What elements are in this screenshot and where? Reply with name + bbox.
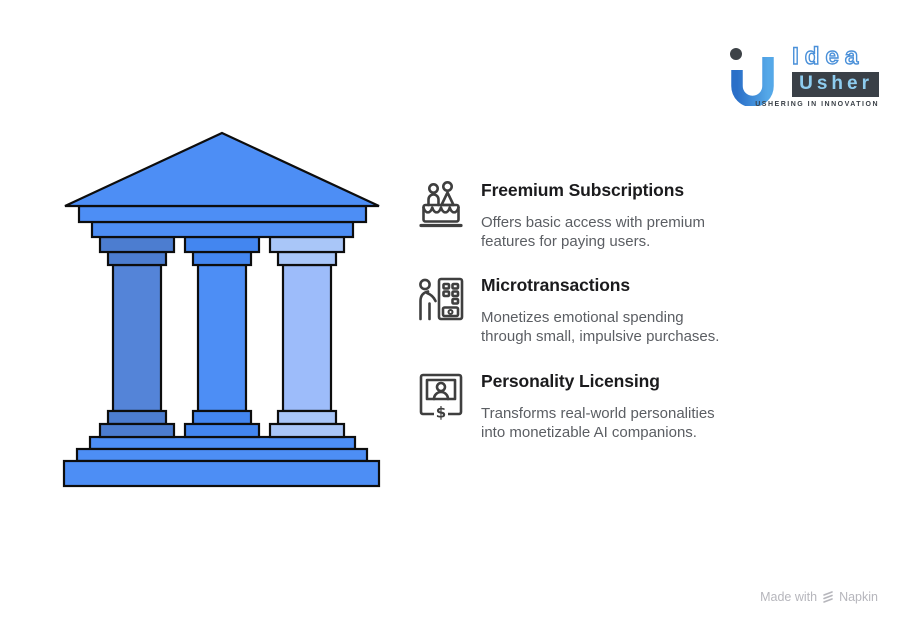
logo-tagline: USHERING IN INNOVATION <box>755 101 879 108</box>
list-item-freemium: Freemium Subscriptions Offers basic acce… <box>414 174 705 251</box>
logo-brand-line2: Usher <box>792 72 879 97</box>
list-item-personality-licensing: $ Personality Licensing Transforms real-… <box>414 365 715 442</box>
portrait-dollar-icon: $ <box>414 368 468 422</box>
item-text: Microtransactions Monetizes emotional sp… <box>481 269 719 346</box>
wedding-cake-icon <box>414 177 468 231</box>
item-title: Microtransactions <box>481 275 631 295</box>
desc-line: through small, impulsive purchases. <box>481 328 720 345</box>
list-item-microtransactions: Microtransactions Monetizes emotional sp… <box>414 269 719 346</box>
item-title: Freemium Subscriptions <box>481 180 684 200</box>
item-text: Freemium Subscriptions Offers basic acce… <box>481 174 705 251</box>
pillar-right <box>268 235 346 439</box>
logo-text: Idea Usher <box>791 43 879 97</box>
pillar-middle <box>183 235 261 439</box>
desc-line: features for paying users. <box>481 233 651 250</box>
watermark-prefix: Made with <box>760 590 818 604</box>
item-description: Offers basic access with premium feature… <box>481 213 705 251</box>
temple-illustration <box>62 131 381 488</box>
desc-line: Monetizes emotional spending <box>481 309 684 326</box>
napkin-icon <box>823 591 833 603</box>
item-title: Personality Licensing <box>481 371 660 391</box>
item-text: Personality Licensing Transforms real-wo… <box>481 365 715 442</box>
desc-line: Transforms real-world personalities <box>481 405 715 422</box>
watermark-brand: Napkin <box>839 590 878 604</box>
idea-usher-u-icon <box>730 48 774 106</box>
idea-usher-logo: Idea Usher USHERING IN INNOVATION <box>725 43 879 108</box>
svg-text:$: $ <box>436 404 446 422</box>
pillar-left <box>98 235 176 439</box>
logo-brand-line1: Idea <box>791 43 865 70</box>
item-description: Monetizes emotional spending through sma… <box>481 308 719 346</box>
temple-platform <box>62 435 381 488</box>
made-with-napkin-watermark: Made with Napkin <box>760 590 878 604</box>
vending-machine-icon <box>414 272 468 326</box>
desc-line: into monetizable AI companions. <box>481 424 697 441</box>
item-description: Transforms real-world personalities into… <box>481 404 715 442</box>
desc-line: Offers basic access with premium <box>481 214 705 231</box>
temple-roof <box>64 131 380 239</box>
